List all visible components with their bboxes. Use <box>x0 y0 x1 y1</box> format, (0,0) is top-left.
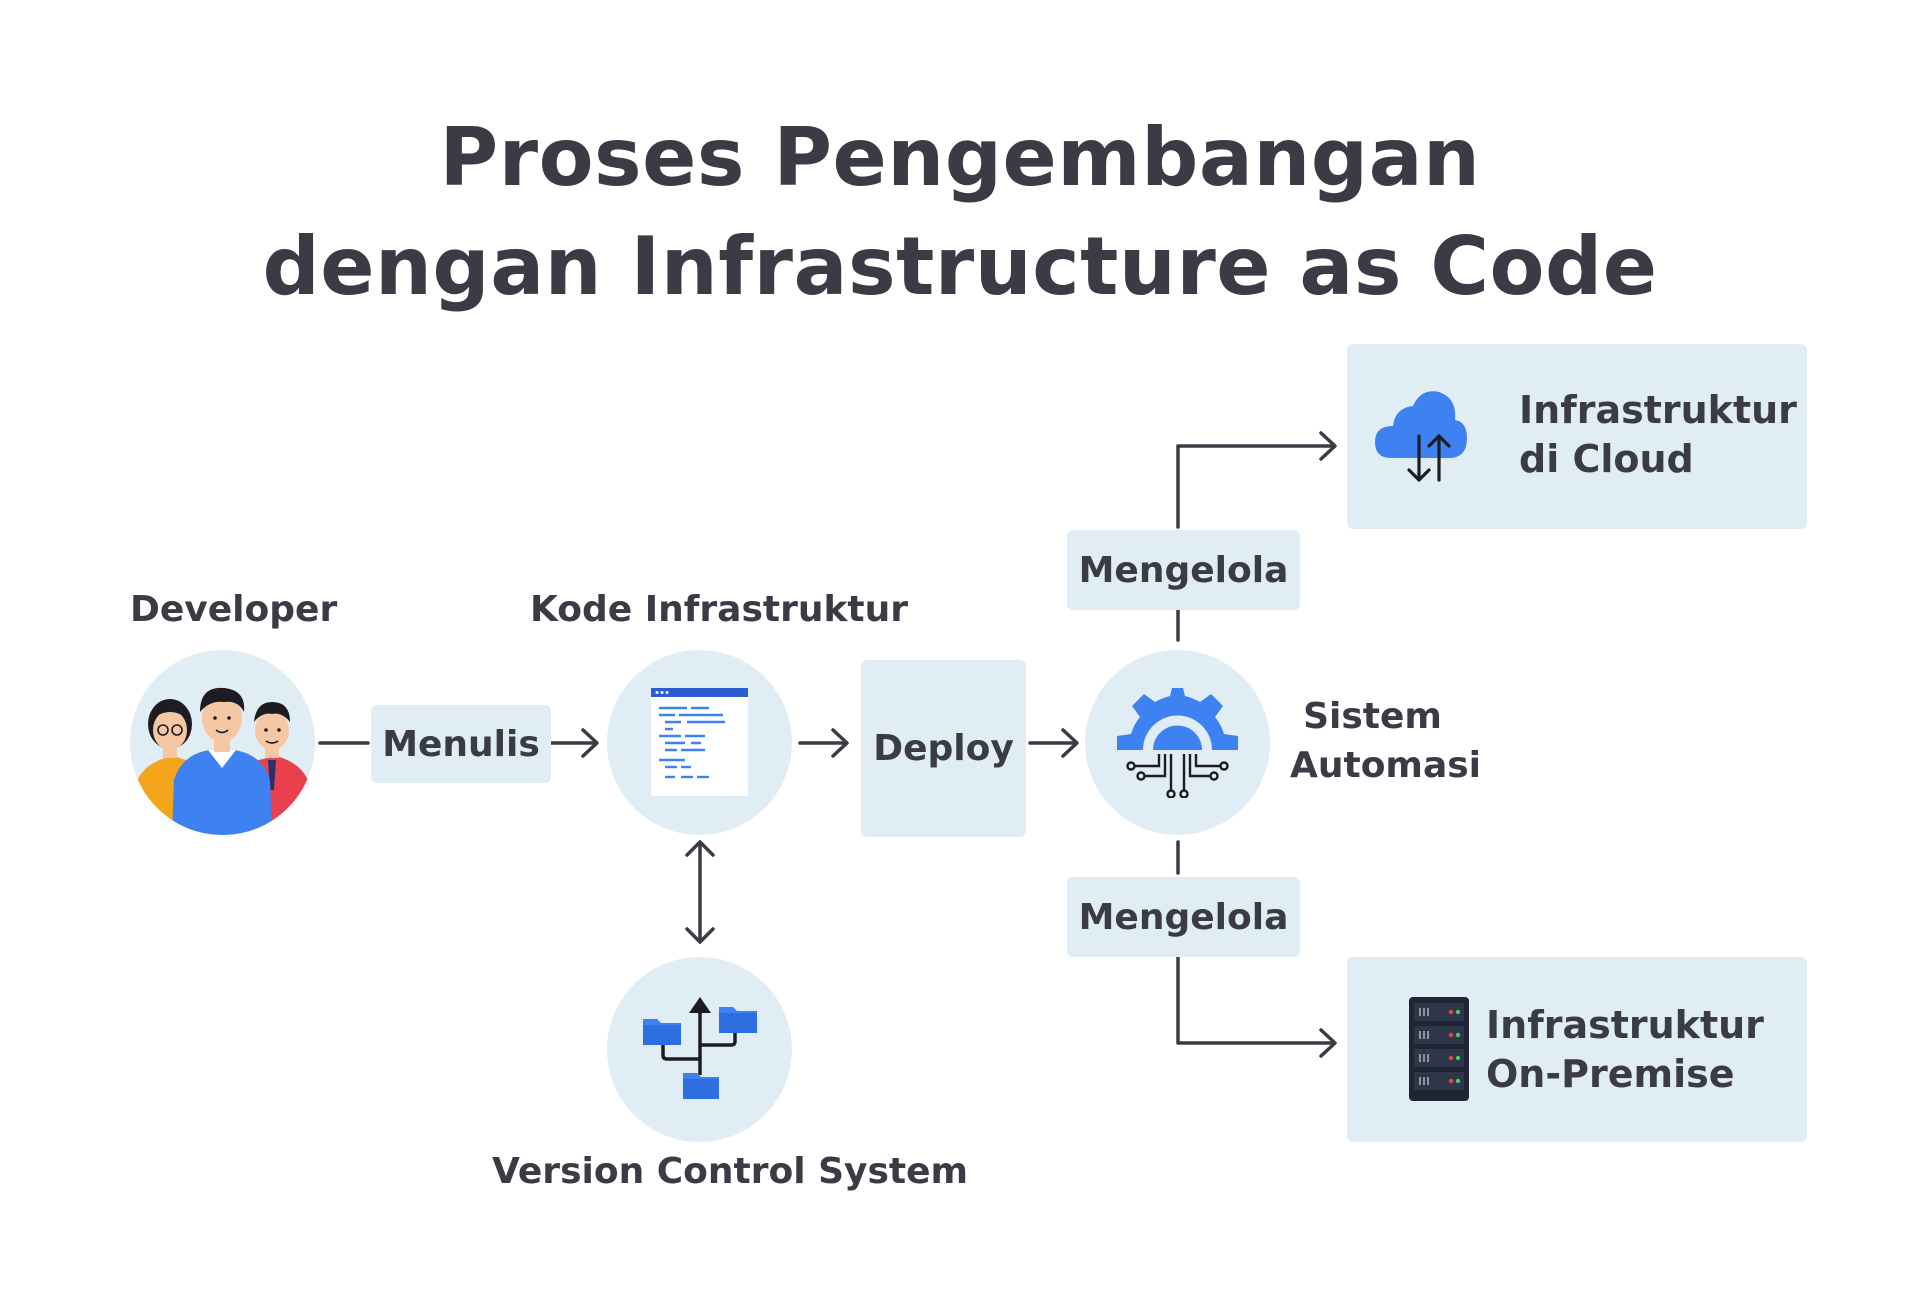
arrow-head-to-code-up <box>685 840 715 857</box>
code-label: Kode Infrastruktur <box>530 589 908 630</box>
arrow-head-to-onprem <box>1319 1028 1337 1058</box>
onpremise-infrastructure-card: Infrastruktur On-Premise <box>1347 957 1807 1142</box>
automation-label-line-2: Automasi <box>1290 745 1482 786</box>
vcs-label: Version Control System <box>492 1151 969 1192</box>
developer-label: Developer <box>130 589 338 630</box>
connector-manage-onprem-target <box>1176 952 1336 1045</box>
code-file-icon <box>651 688 748 796</box>
automation-node <box>1085 650 1270 835</box>
cloud-label-line-1: Infrastruktur <box>1519 388 1797 432</box>
cloud-infrastructure-card: Infrastruktur di Cloud <box>1347 344 1807 529</box>
edge-label-write: Menulis <box>371 705 551 783</box>
arrow-head-to-code <box>581 728 599 758</box>
edge-label-manage-cloud: Mengelola <box>1067 530 1300 610</box>
edge-label-deploy: Deploy <box>861 660 1026 837</box>
developers-icon <box>134 687 311 835</box>
cloud-upload-download-icon <box>1375 391 1467 482</box>
vcs-node <box>607 957 792 1142</box>
code-node <box>607 650 792 835</box>
server-rack-icon <box>1409 997 1469 1101</box>
onprem-label-line-2: On-Premise <box>1486 1052 1735 1096</box>
arrow-head-to-cloud <box>1319 431 1337 461</box>
diagram-title-line-1: Proses Pengembangan <box>439 111 1481 204</box>
onprem-label-line-1: Infrastruktur <box>1486 1003 1764 1047</box>
cloud-label-line-2: di Cloud <box>1519 437 1694 481</box>
developer-node <box>130 650 315 835</box>
version-control-icon <box>643 997 757 1099</box>
diagram-title-line-2: dengan Infrastructure as Code <box>262 220 1658 313</box>
arrow-head-to-deploy <box>831 728 849 758</box>
automation-label-line-1: Sistem <box>1303 696 1442 737</box>
arrow-head-to-automation <box>1061 728 1079 758</box>
automation-gear-icon <box>1117 688 1238 798</box>
connector-manage-cloud-target <box>1176 444 1336 529</box>
edge-label-manage-onprem: Mengelola <box>1067 877 1300 957</box>
arrow-head-to-vcs-down <box>685 927 715 944</box>
